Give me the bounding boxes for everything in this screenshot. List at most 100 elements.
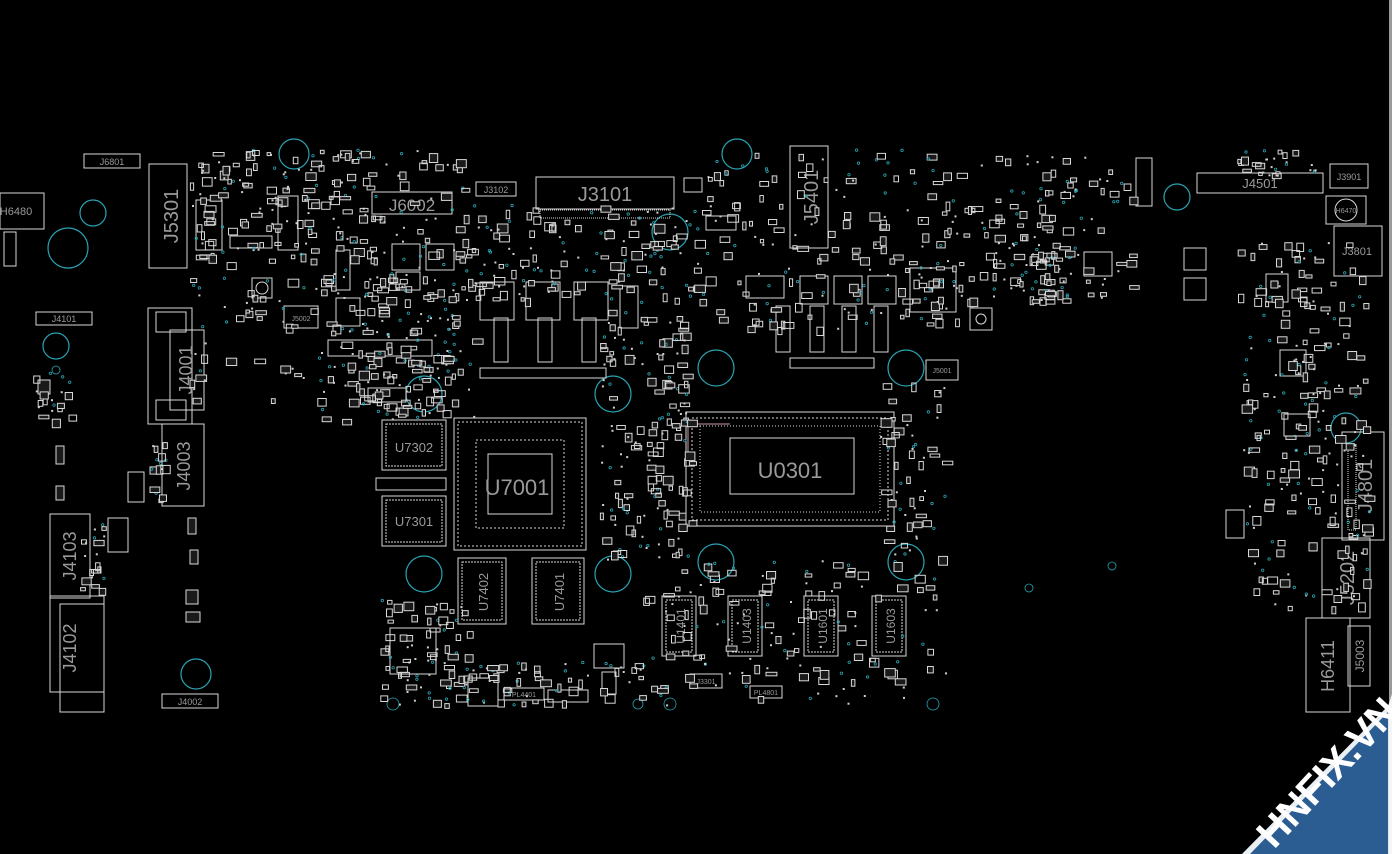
smd-part xyxy=(1362,524,1374,533)
smd-part xyxy=(754,664,761,675)
smd-part xyxy=(615,492,620,499)
smd-part xyxy=(915,513,927,519)
via xyxy=(1327,345,1331,350)
smd-pad xyxy=(385,163,388,166)
smd-part xyxy=(884,668,896,678)
smd-pad xyxy=(551,224,554,227)
smd-part xyxy=(653,223,666,234)
smd-part xyxy=(968,276,975,282)
smd-part xyxy=(448,296,457,304)
smd-part xyxy=(342,209,353,215)
J4101-label: J4101 xyxy=(52,314,77,324)
smd-part xyxy=(833,582,841,589)
smd-part xyxy=(568,686,579,697)
smd-part xyxy=(1358,602,1366,613)
smd-part xyxy=(712,587,720,597)
smd-pad xyxy=(1253,408,1256,411)
smd-part xyxy=(932,181,944,186)
smd-part xyxy=(803,608,811,619)
via xyxy=(418,254,422,258)
via xyxy=(609,508,614,512)
smd-pad xyxy=(411,644,413,647)
via xyxy=(885,287,889,292)
via xyxy=(599,231,603,235)
smd-part xyxy=(823,177,829,183)
smd-part xyxy=(1363,579,1372,589)
smd-part xyxy=(403,601,415,612)
smd-part xyxy=(995,155,1004,162)
via xyxy=(1304,452,1308,456)
via xyxy=(365,366,369,370)
smd-pad xyxy=(617,280,620,283)
smd-pad xyxy=(794,234,797,237)
smd-part xyxy=(1237,158,1242,165)
smd-part xyxy=(919,496,924,502)
smd-part xyxy=(436,404,445,412)
smd-part xyxy=(1252,516,1262,526)
via xyxy=(772,560,776,565)
via xyxy=(1310,398,1314,402)
smd-part xyxy=(228,227,238,236)
smd-part xyxy=(669,403,677,409)
smd-part xyxy=(1349,387,1362,395)
smd-part xyxy=(602,537,613,545)
smd-part xyxy=(909,261,918,266)
via xyxy=(765,301,769,306)
smd-pad xyxy=(605,238,608,241)
smd-pad xyxy=(947,260,949,263)
smd-part xyxy=(678,327,690,332)
smd-part xyxy=(421,160,428,165)
via xyxy=(1248,335,1252,339)
smd-pad xyxy=(413,699,416,702)
smd-part xyxy=(617,326,622,336)
smd-part xyxy=(1038,251,1044,260)
via xyxy=(443,307,448,311)
U1403-label: U1403 xyxy=(740,608,754,644)
smd-pad xyxy=(1037,200,1040,203)
smd-part xyxy=(398,672,402,679)
smd-part xyxy=(1255,288,1268,296)
smd-part xyxy=(1303,353,1314,363)
smd-part xyxy=(880,246,887,255)
smd-part xyxy=(204,205,217,213)
smd-pad xyxy=(1280,488,1283,490)
smd-pad xyxy=(685,412,688,415)
smd-pad xyxy=(214,177,217,179)
via xyxy=(1297,260,1301,264)
smd-pad xyxy=(494,261,497,264)
via xyxy=(733,244,737,248)
smd-part xyxy=(574,291,581,296)
smd-part xyxy=(201,231,205,241)
smd-pad xyxy=(657,543,660,546)
smd-pad xyxy=(1336,463,1339,466)
smd-pad xyxy=(954,215,957,218)
smd-part xyxy=(734,202,741,212)
smd-part xyxy=(1320,306,1331,312)
via xyxy=(430,660,435,664)
smd-pad xyxy=(434,334,437,337)
smd-part xyxy=(393,603,403,613)
via xyxy=(660,285,664,290)
smd-part xyxy=(639,695,647,701)
via xyxy=(1243,372,1247,377)
smd-pad xyxy=(658,556,661,559)
smd-pad xyxy=(93,528,96,531)
smd-part xyxy=(451,373,456,380)
J3102-label: J3102 xyxy=(484,185,509,195)
smd-part xyxy=(423,295,432,300)
smd-part xyxy=(367,250,372,260)
smd-part xyxy=(631,667,638,674)
smd-pad xyxy=(622,269,625,272)
smd-part xyxy=(524,297,532,308)
smd-pad xyxy=(439,317,442,320)
smd-part xyxy=(770,577,775,584)
via xyxy=(646,543,650,548)
via xyxy=(581,660,585,665)
via xyxy=(657,417,662,421)
via xyxy=(667,375,671,379)
via xyxy=(341,363,345,367)
J4103-label: J4103 xyxy=(60,531,80,580)
smd-pad xyxy=(51,399,53,402)
smd-pad xyxy=(1261,242,1263,245)
smd-pad xyxy=(1293,359,1296,362)
